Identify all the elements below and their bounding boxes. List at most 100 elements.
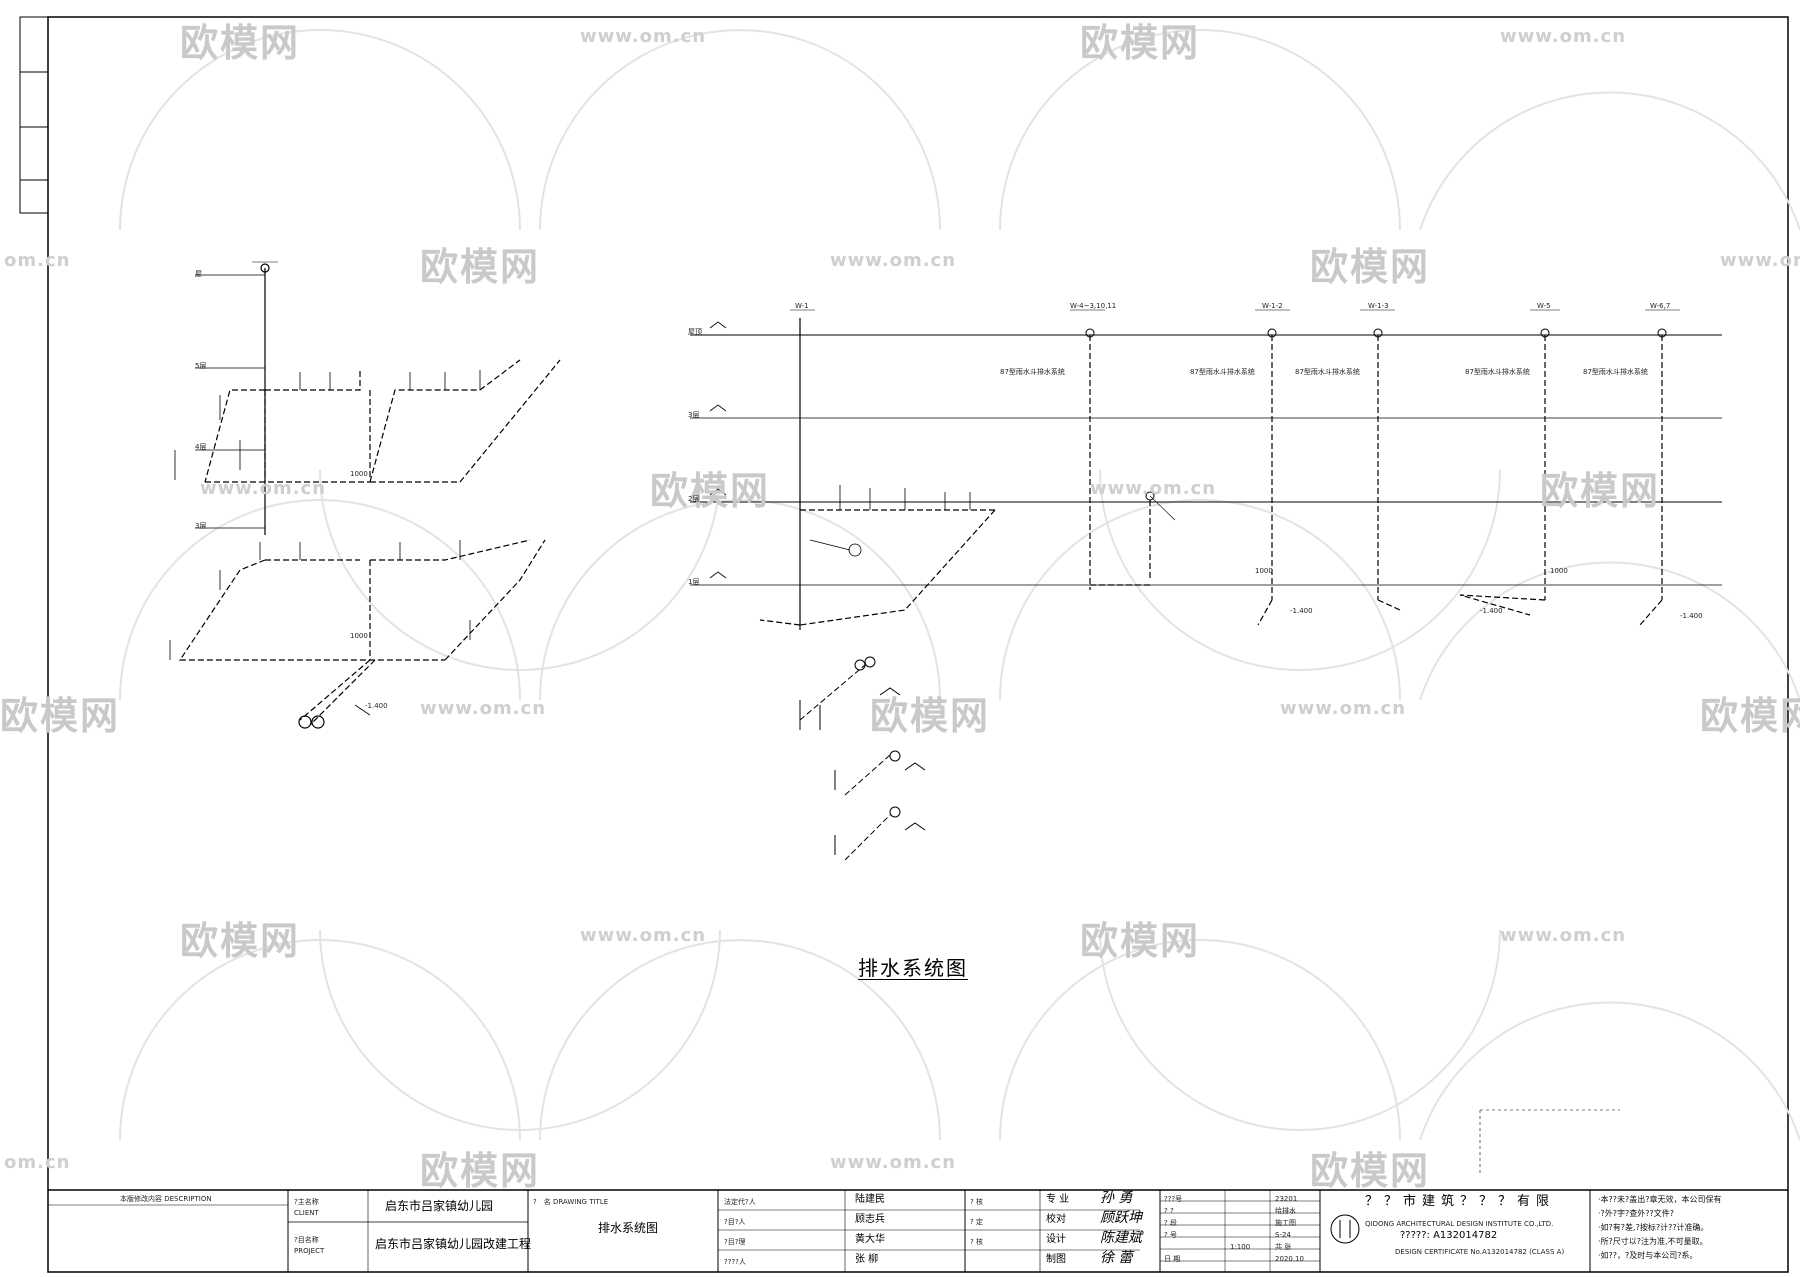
watermark-url-fragment: om.cn (4, 250, 71, 271)
project-label-en: PROJECT (294, 1247, 325, 1255)
check-label-2: 设计 (1046, 1234, 1066, 1245)
info-label: ? 段 (1164, 1219, 1177, 1227)
watermark-brand: 欧模网 (650, 469, 771, 513)
title-note: ·?外?字?查外??文件? (1598, 1209, 1675, 1218)
right-rainwater-system (690, 309, 1722, 630)
drawing-title-label: ? 名 DRAWING TITLE (533, 1196, 608, 1208)
revision-header: 本版修改内容 DESCRIPTION (120, 1193, 212, 1205)
watermark-brand: 欧模网 (420, 1149, 541, 1193)
project-value: 启东市吕家镇幼儿园改建工程 (375, 1237, 532, 1251)
elevation-label: -1.400 (1680, 612, 1703, 620)
floor-label: 屋顶 (688, 328, 702, 336)
riser-tag: W-6,7 (1650, 302, 1671, 310)
riser-tag: W-1-3 (1368, 302, 1389, 310)
watermark-brand: 欧模网 (1080, 919, 1201, 963)
elevation-label: -1.400 (1480, 607, 1503, 615)
watermark-url: www.om.cn (830, 1152, 957, 1173)
riser-tag: W-1-2 (1262, 302, 1283, 310)
info-label: ? ? (1164, 1207, 1174, 1215)
client-label: ?主名称 (294, 1198, 319, 1206)
pipe-size-label: 1000 (1255, 567, 1273, 575)
certificate-en: DESIGN CERTIFICATE No.A132014782 (CLASS … (1395, 1248, 1565, 1256)
check-label: ? 核 (970, 1198, 983, 1206)
watermark-url: www.om.cn (200, 478, 327, 499)
riser-tag: W-1 (795, 302, 809, 310)
floor-label: 3层 (195, 522, 207, 530)
revision-header-en: DESCRIPTION (164, 1195, 212, 1203)
company-name: ？？市建筑？？？有限 (1365, 1194, 1556, 1209)
watermark-brand: 欧模网 (870, 694, 991, 738)
role-name: 顾志兵 (855, 1214, 885, 1225)
check-label: ? 定 (970, 1218, 983, 1226)
watermark-url: www.om.cn (1500, 925, 1627, 946)
watermark-brand: 欧模网 (1310, 245, 1431, 289)
signature-name: 顾跃坤 (1100, 1210, 1142, 1226)
riser-tag: W-4~3,10,11 (1070, 302, 1117, 310)
riser-tag: W-5 (1537, 302, 1551, 310)
role-name: 张 柳 (855, 1254, 879, 1265)
client-label-en: CLIENT (294, 1209, 319, 1217)
watermark-url: www.om.cn (1500, 26, 1627, 47)
pipe-size-label: 1000 (350, 470, 368, 478)
riser-note: 87型雨水斗排水系统 (1190, 368, 1255, 376)
pipe-size-label: 1000 (350, 632, 368, 640)
date-label: 日 期 (1164, 1255, 1181, 1263)
watermark-url: www.om.cn (580, 925, 707, 946)
watermark-url: www.om.cn (1090, 478, 1217, 499)
pipe-size-label: 1000 (1550, 567, 1568, 575)
riser-note: 87型雨水斗排水系统 (1295, 368, 1360, 376)
sheet-count: 共 张 (1275, 1243, 1292, 1251)
revision-header-cn: 本版修改内容 (120, 1195, 162, 1203)
role-label: ????人 (724, 1258, 746, 1266)
signature-name: 孙 勇 (1100, 1190, 1133, 1206)
watermark-url: www.om.cn (580, 26, 707, 47)
watermark-brand: 欧模网 (180, 21, 301, 65)
signature-name: 陈建斌 (1100, 1230, 1142, 1246)
watermark-url: www.om.cn (1280, 698, 1407, 719)
floor-label: 4层 (195, 443, 207, 451)
title-note: ·本??未?盖出?章无效，本公司保有 (1598, 1195, 1722, 1204)
drawing-title-label-cn: ? 名 (533, 1198, 551, 1206)
certificate-number: ?????: A132014782 (1400, 1230, 1498, 1241)
watermark-brand: 欧模网 (1700, 694, 1800, 738)
floor-label: 1层 (688, 578, 700, 586)
watermark-brand: 欧模网 (420, 245, 541, 289)
watermark-brand: 欧模网 (1310, 1149, 1431, 1193)
floor-label: 5层 (195, 362, 207, 370)
info-value: 给排水 (1275, 1207, 1296, 1215)
elevation-label: -1.400 (1290, 607, 1313, 615)
riser-note: 87型雨水斗排水系统 (1583, 368, 1648, 376)
drawing-caption: 排水系统图 (858, 956, 968, 980)
riser-note: 87型雨水斗排水系统 (1465, 368, 1530, 376)
sub-details (799, 656, 926, 861)
role-name: 黄大华 (855, 1234, 885, 1245)
check-label: ? 核 (970, 1238, 983, 1246)
floor-label: 3层 (688, 411, 700, 419)
left-isometric-system (169, 261, 561, 729)
watermark-brand: 欧模网 (1540, 469, 1661, 513)
info-value: 23201 (1275, 1195, 1298, 1203)
floor-label: 2层 (688, 495, 700, 503)
watermark-brand: 欧模网 (0, 694, 121, 738)
check-label-2: 制图 (1046, 1254, 1066, 1265)
role-label: 法定代?人 (724, 1198, 756, 1206)
role-label: ?目?人 (724, 1218, 746, 1226)
date-value: 2020.10 (1275, 1255, 1304, 1263)
watermark-url: www.om.cn (420, 698, 547, 719)
role-name: 陆建民 (855, 1194, 885, 1205)
title-note: ·如?有?差,?按标?计??计准确。 (1598, 1223, 1709, 1232)
riser-note: 87型雨水斗排水系统 (1000, 368, 1065, 376)
floor-label: 屋 (195, 270, 202, 278)
company-name-en: QIDONG ARCHITECTURAL DESIGN INSTITUTE CO… (1365, 1220, 1554, 1228)
binding-strip (19, 16, 49, 214)
elevation-label: -1.400 (365, 702, 388, 710)
project-label: ?目名称 (294, 1236, 319, 1244)
drawing-title-value: 排水系统图 (598, 1221, 659, 1235)
watermark-url: www.om.cn (830, 250, 957, 271)
watermark-brand: 欧模网 (180, 919, 301, 963)
info-value: 施工图 (1275, 1219, 1296, 1227)
watermark-url-fragment: om.cn (4, 1152, 71, 1173)
check-label-2: 专 业 (1046, 1194, 1070, 1205)
